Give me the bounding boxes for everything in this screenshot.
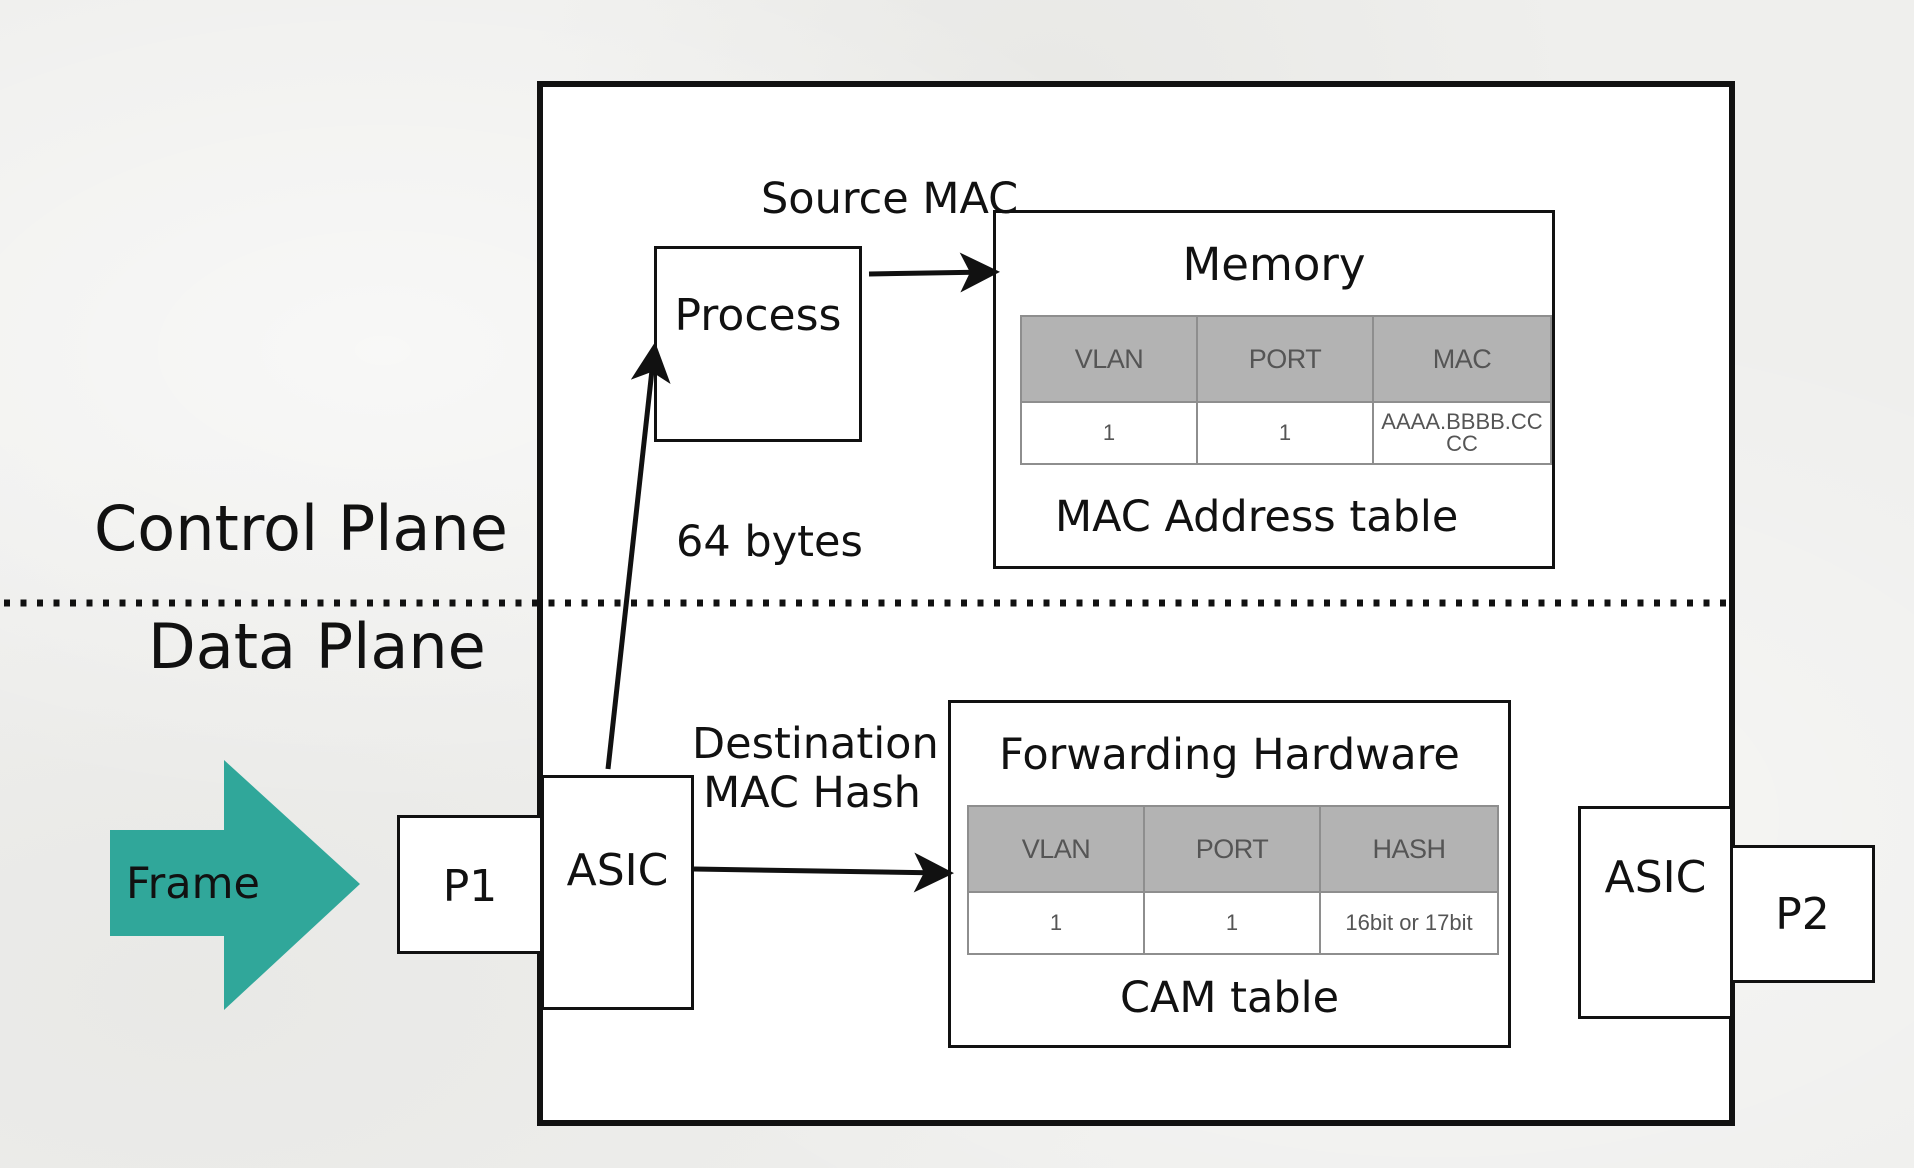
- cam-table-header-hash: HASH: [1319, 805, 1499, 893]
- data-plane-label: Data Plane: [148, 610, 486, 683]
- cam-table-cell-hash: 16bit or 17bit: [1319, 891, 1499, 955]
- destination-line1: Destination: [692, 719, 939, 769]
- mac-table-header-mac: MAC: [1372, 315, 1552, 403]
- process-to-memory-arrow: [868, 252, 1000, 293]
- cam-table-header-port: PORT: [1143, 805, 1321, 893]
- memory-box: Memory VLAN PORT MAC 1 1 AAAA.BBBB.CCCC …: [993, 210, 1555, 569]
- process-label: Process: [674, 290, 842, 341]
- cam-table: VLAN PORT HASH 1 1 16bit or 17bit: [967, 805, 1499, 955]
- mac-table-cell-vlan: 1: [1020, 401, 1198, 465]
- port-p2-label: P2: [1775, 889, 1830, 940]
- asic-right-label: ASIC: [1604, 852, 1707, 903]
- bytes-label: 64 bytes: [676, 517, 863, 567]
- mac-table-header-port: PORT: [1196, 315, 1374, 403]
- asic-to-process-arrow: [605, 342, 671, 770]
- asic-left-label: ASIC: [566, 845, 669, 896]
- forwarding-hardware-box: Forwarding Hardware VLAN PORT HASH 1 1 1…: [948, 700, 1511, 1048]
- mac-table-cell-port: 1: [1196, 401, 1374, 465]
- cam-table-header-vlan: VLAN: [967, 805, 1145, 893]
- frame-label: Frame: [126, 859, 260, 909]
- memory-title: Memory: [1182, 238, 1366, 291]
- frame-arrow-icon: [110, 760, 360, 1010]
- mac-table-cell-mac: AAAA.BBBB.CCCC: [1372, 401, 1552, 465]
- cam-table-cell-vlan: 1: [967, 891, 1145, 955]
- destination-line2: MAC Hash: [703, 768, 921, 819]
- port-p1-label: P1: [442, 861, 498, 912]
- mac-table-header-vlan: VLAN: [1020, 315, 1198, 403]
- asic-left-box: ASIC: [541, 775, 694, 1010]
- forwarding-title: Forwarding Hardware: [999, 730, 1460, 780]
- table-row: 1 1 16bit or 17bit: [967, 891, 1499, 955]
- mac-table-caption: MAC Address table: [1055, 492, 1459, 542]
- source-mac-label: Source MAC: [761, 174, 1019, 224]
- mac-address-table: VLAN PORT MAC 1 1 AAAA.BBBB.CCCC: [1020, 315, 1552, 465]
- port-p1-box: P1: [397, 815, 543, 954]
- table-row: 1 1 AAAA.BBBB.CCCC: [1020, 401, 1552, 465]
- process-box: Process: [654, 246, 862, 442]
- port-p2-box: P2: [1730, 845, 1875, 983]
- destination-label: Destination MAC Hash: [692, 719, 939, 819]
- asic-to-forwarding-arrow: [693, 852, 954, 893]
- cam-table-caption: CAM table: [1119, 973, 1340, 1023]
- control-plane-label: Control Plane: [94, 492, 508, 565]
- cam-table-cell-port: 1: [1143, 891, 1321, 955]
